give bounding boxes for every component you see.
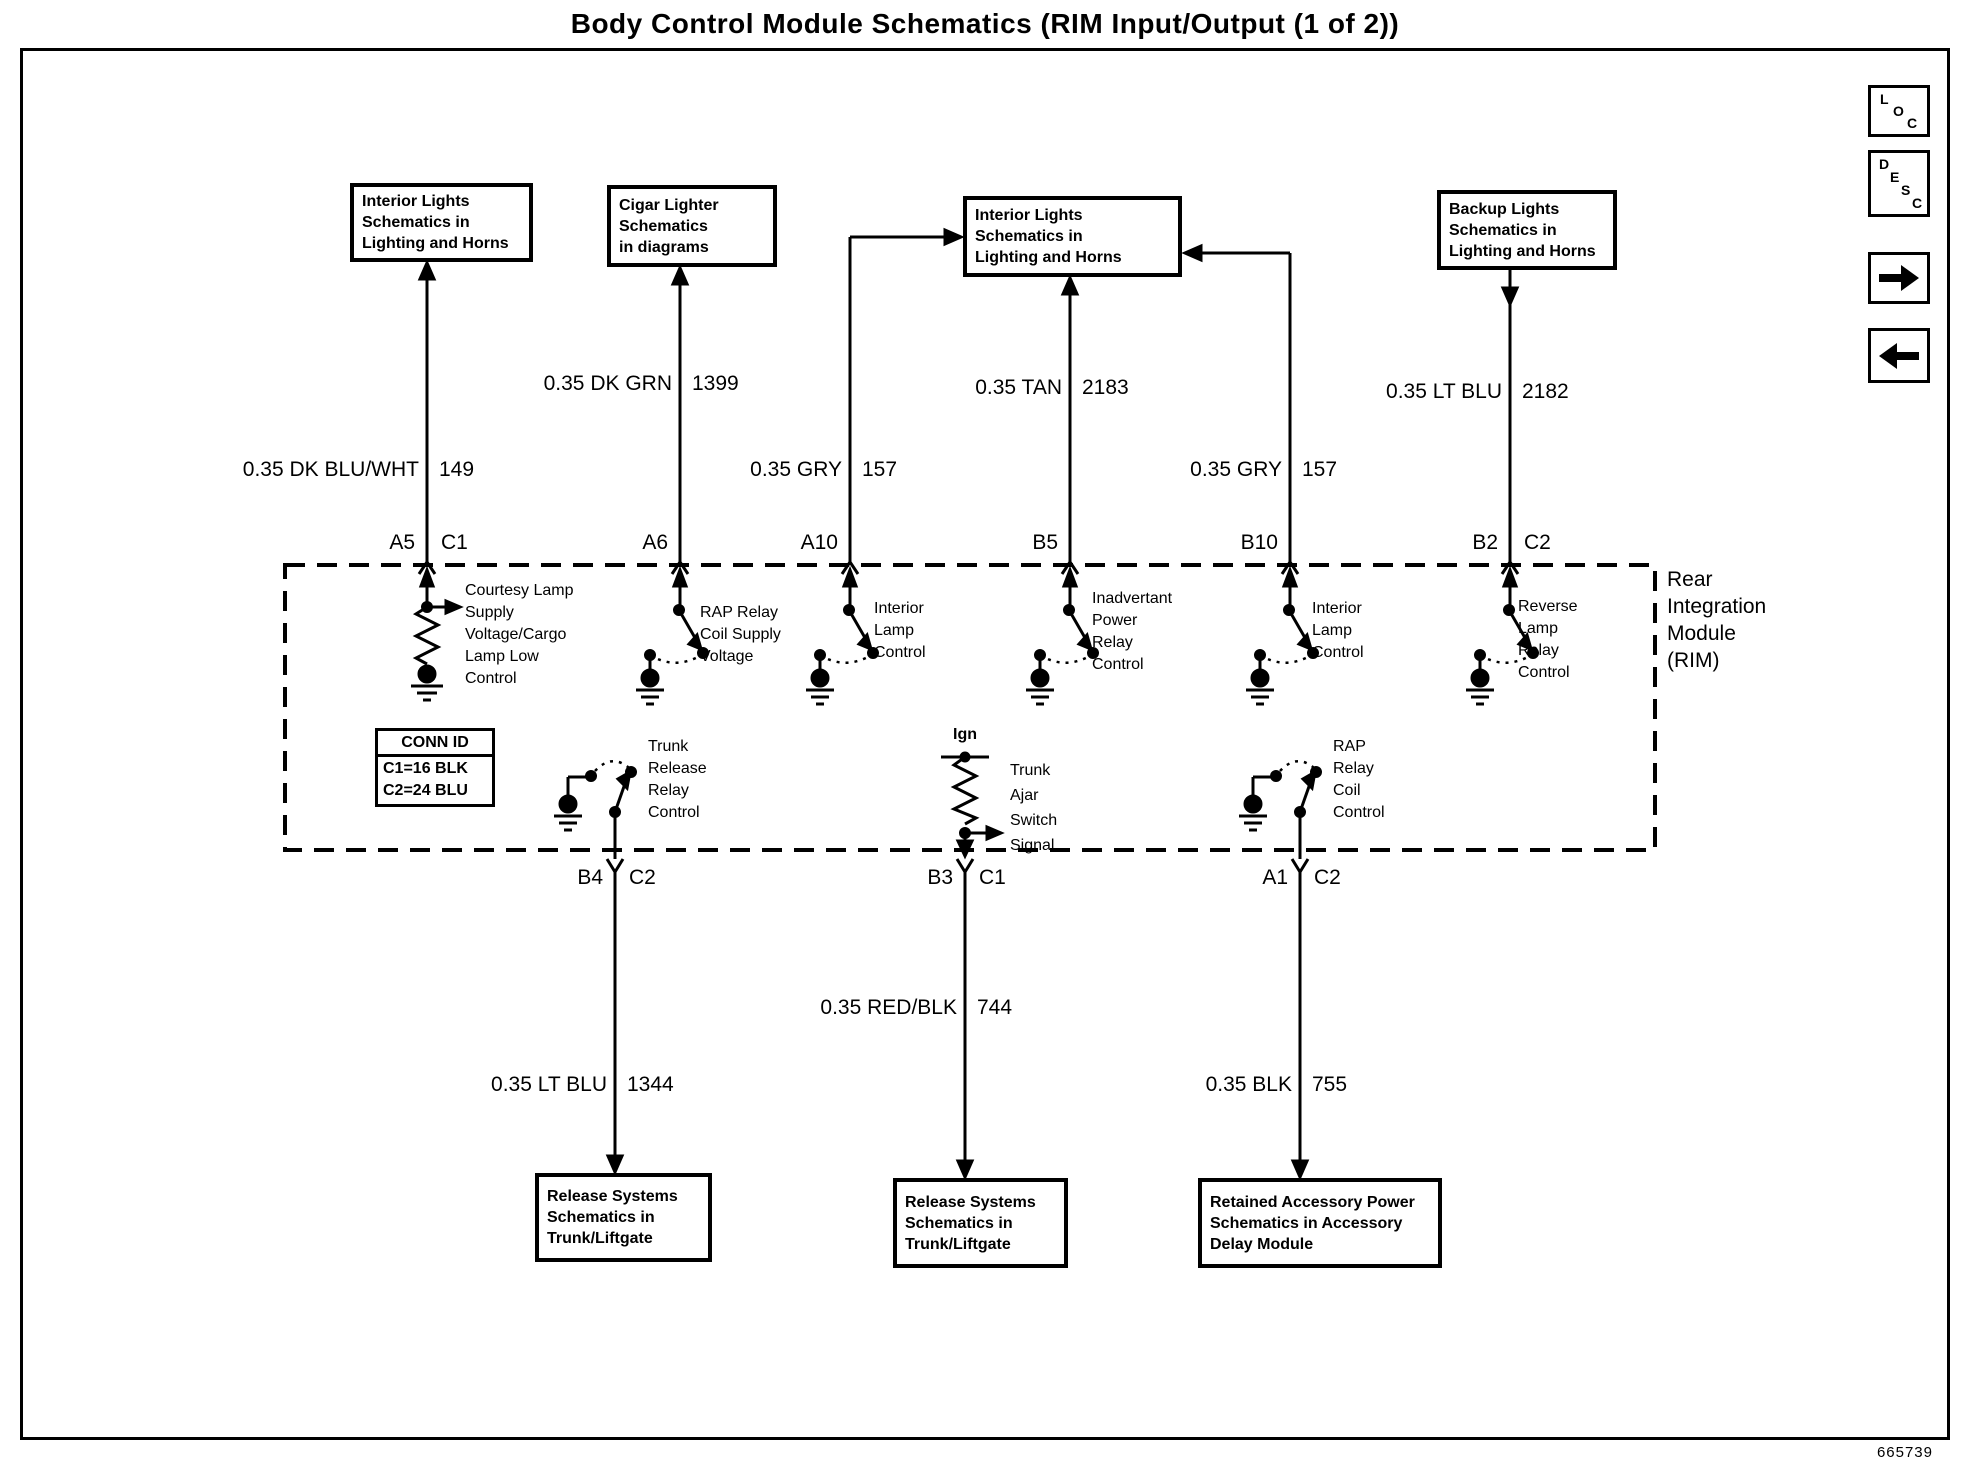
- wire-color-b4: 0.35 LT BLU: [491, 1073, 607, 1096]
- wire-b5-line: [1060, 274, 1080, 562]
- signal-label-b10: Interior Lamp Control: [1312, 600, 1364, 661]
- switch-symbol-b4: [554, 760, 637, 859]
- page-title: Body Control Module Schematics (RIM Inpu…: [570, 8, 1400, 39]
- diagram-border: [20, 48, 1950, 1440]
- back-arrow-icon: [1879, 342, 1919, 369]
- switch-symbol-b10: [1246, 565, 1319, 706]
- refbox-interior-lights-center: Interior Lights Schematics in Lighting a…: [963, 196, 1182, 277]
- loc-letter-o: O: [1893, 103, 1904, 119]
- wire-color-a10: 0.35 GRY: [750, 458, 842, 481]
- pin-label-a6: A6: [642, 531, 668, 554]
- switch-symbol-a10: [806, 565, 879, 706]
- signal-label-b2: Reverse Lamp Relay Control: [1518, 598, 1578, 681]
- wire-a6-line: [670, 264, 690, 562]
- resistor-symbol-a5: [411, 565, 464, 702]
- conn-label-a5-c1: C1: [441, 531, 468, 554]
- wire-color-b5: 0.35 TAN: [975, 376, 1062, 399]
- conn-label-b4-c2: C2: [629, 866, 656, 889]
- wire-a10-line: [848, 227, 965, 562]
- refbox-cigar-lighter: Cigar Lighter Schematics in diagrams: [607, 185, 777, 267]
- pin-label-a10: A10: [800, 531, 838, 554]
- desc-letter-e: E: [1890, 169, 1900, 185]
- conn-label-b2-c2: C2: [1524, 531, 1551, 554]
- circuit-number-a1: 755: [1312, 1073, 1348, 1096]
- desc-button[interactable]: D E S C: [1868, 150, 1930, 217]
- circuit-number-b10: 157: [1302, 458, 1338, 481]
- refbox-retained-accessory-power: Retained Accessory Power Schematics in A…: [1198, 1178, 1442, 1268]
- ign-source-label: Ign: [953, 726, 977, 743]
- wire-b10-line: [1181, 243, 1292, 562]
- refbox-release-systems-left: Release Systems Schematics in Trunk/Lift…: [535, 1173, 712, 1262]
- pin-label-b2: B2: [1472, 531, 1498, 554]
- resistor-symbol-b3: [941, 751, 1005, 860]
- wire-color-b10: 0.35 GRY: [1190, 458, 1282, 481]
- circuit-number-b5: 2183: [1082, 376, 1129, 399]
- signal-label-b3: Trunk Ajar Switch Signal: [1010, 762, 1058, 854]
- conn-label-a1-c2: C2: [1314, 866, 1341, 889]
- wire-a5-line: [417, 259, 437, 562]
- signal-label-a10: Interior Lamp Control: [874, 600, 926, 661]
- rim-dashed-box: [283, 563, 1657, 852]
- pin-forks-top: [417, 561, 1520, 575]
- conn-id-header: CONN ID: [378, 731, 492, 757]
- conn-id-table: CONN ID C1=16 BLK C2=24 BLU: [375, 728, 495, 807]
- signal-label-b5: Inadvertant Power Relay Control: [1092, 590, 1173, 673]
- circuit-number-a6: 1399: [692, 372, 739, 395]
- desc-letter-d: D: [1879, 156, 1890, 172]
- desc-letter-c: C: [1912, 195, 1923, 211]
- loc-button[interactable]: L O C: [1868, 85, 1930, 137]
- conn-label-b3-c1: C1: [979, 866, 1006, 889]
- conn-id-row-c2: C2=24 BLU: [383, 782, 468, 799]
- refbox-interior-lights-left: Interior Lights Schematics in Lighting a…: [350, 183, 533, 262]
- loc-letter-c: C: [1907, 115, 1918, 131]
- circuit-number-a10: 157: [862, 458, 898, 481]
- circuit-number-a5: 149: [439, 458, 475, 481]
- switch-symbol-a6: [636, 565, 709, 706]
- wire-b4-line: [605, 872, 625, 1176]
- circuit-number-b3: 744: [977, 996, 1013, 1019]
- wire-b3-line: [955, 872, 975, 1181]
- back-arrow-button[interactable]: [1868, 328, 1930, 383]
- wire-a1-line: [1290, 872, 1310, 1181]
- signal-label-a1: RAP Relay Coil Control: [1333, 738, 1385, 821]
- pin-forks-bottom: [605, 858, 1310, 873]
- wire-color-a6: 0.35 DK GRN: [543, 372, 672, 395]
- wire-color-b3: 0.35 RED/BLK: [820, 996, 957, 1019]
- switch-symbol-b5: [1026, 565, 1099, 706]
- switch-symbol-a1: [1239, 760, 1322, 859]
- pin-label-b4: B4: [577, 866, 603, 889]
- wire-color-a1: 0.35 BLK: [1205, 1073, 1292, 1096]
- switch-symbol-b2: [1466, 565, 1539, 706]
- circuit-number-b4: 1344: [627, 1073, 674, 1096]
- forward-arrow-button[interactable]: [1868, 252, 1930, 304]
- wire-color-b2: 0.35 LT BLU: [1386, 380, 1502, 403]
- signal-label-a6: RAP Relay Coil Supply Voltage: [700, 604, 781, 665]
- conn-id-row-c1: C1=16 BLK: [383, 760, 468, 777]
- refbox-backup-lights: Backup Lights Schematics in Lighting and…: [1437, 190, 1617, 270]
- pin-label-a1: A1: [1262, 866, 1288, 889]
- circuit-number-b2: 2182: [1522, 380, 1569, 403]
- wire-color-a5: 0.35 DK BLU/WHT: [242, 458, 419, 481]
- loc-letter-l: L: [1880, 91, 1889, 107]
- signal-label-b4: Trunk Release Relay Control: [648, 738, 707, 821]
- document-number: 665739: [1876, 1444, 1933, 1461]
- pin-label-b3: B3: [927, 866, 953, 889]
- refbox-release-systems-center: Release Systems Schematics in Trunk/Lift…: [893, 1178, 1068, 1268]
- desc-letter-s: S: [1901, 182, 1911, 198]
- rim-module-label: Rear Integration Module (RIM): [1667, 568, 1767, 672]
- pin-label-b10: B10: [1240, 531, 1278, 554]
- forward-arrow-icon: [1879, 265, 1919, 291]
- pin-label-b5: B5: [1032, 531, 1058, 554]
- wire-b2-line: [1500, 270, 1520, 562]
- pin-label-a5: A5: [389, 531, 415, 554]
- signal-label-a5: Courtesy Lamp Supply Voltage/Cargo Lamp …: [465, 582, 574, 687]
